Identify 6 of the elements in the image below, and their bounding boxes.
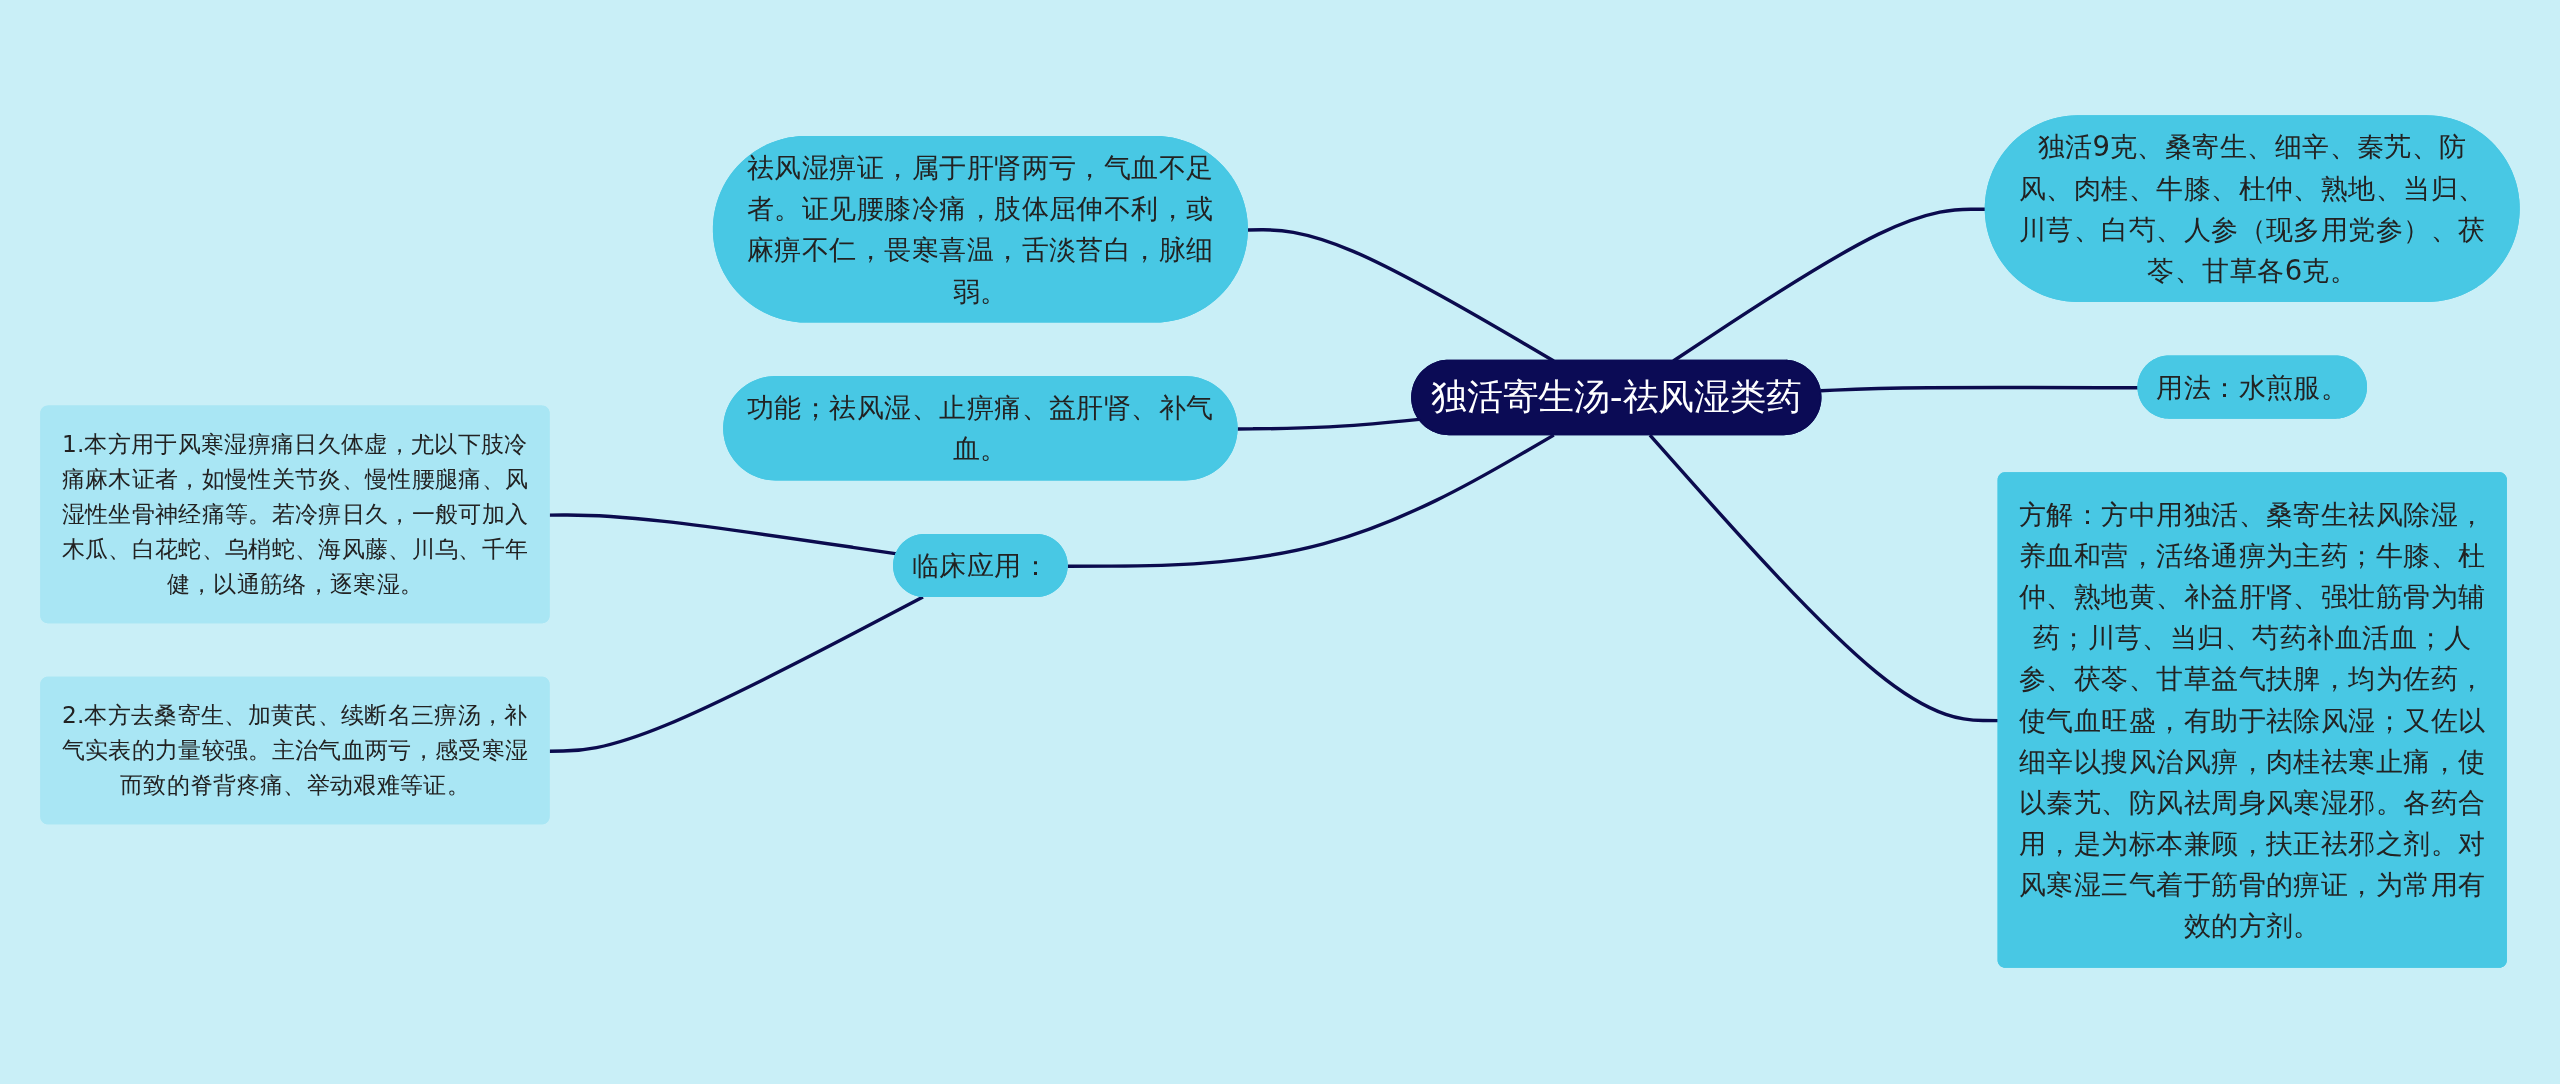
- connector: [549, 513, 898, 557]
- connector: [549, 596, 924, 754]
- connector: [1648, 434, 1999, 723]
- connector: [1820, 386, 2139, 393]
- connector: [1237, 418, 1420, 432]
- connector: [1067, 434, 1555, 569]
